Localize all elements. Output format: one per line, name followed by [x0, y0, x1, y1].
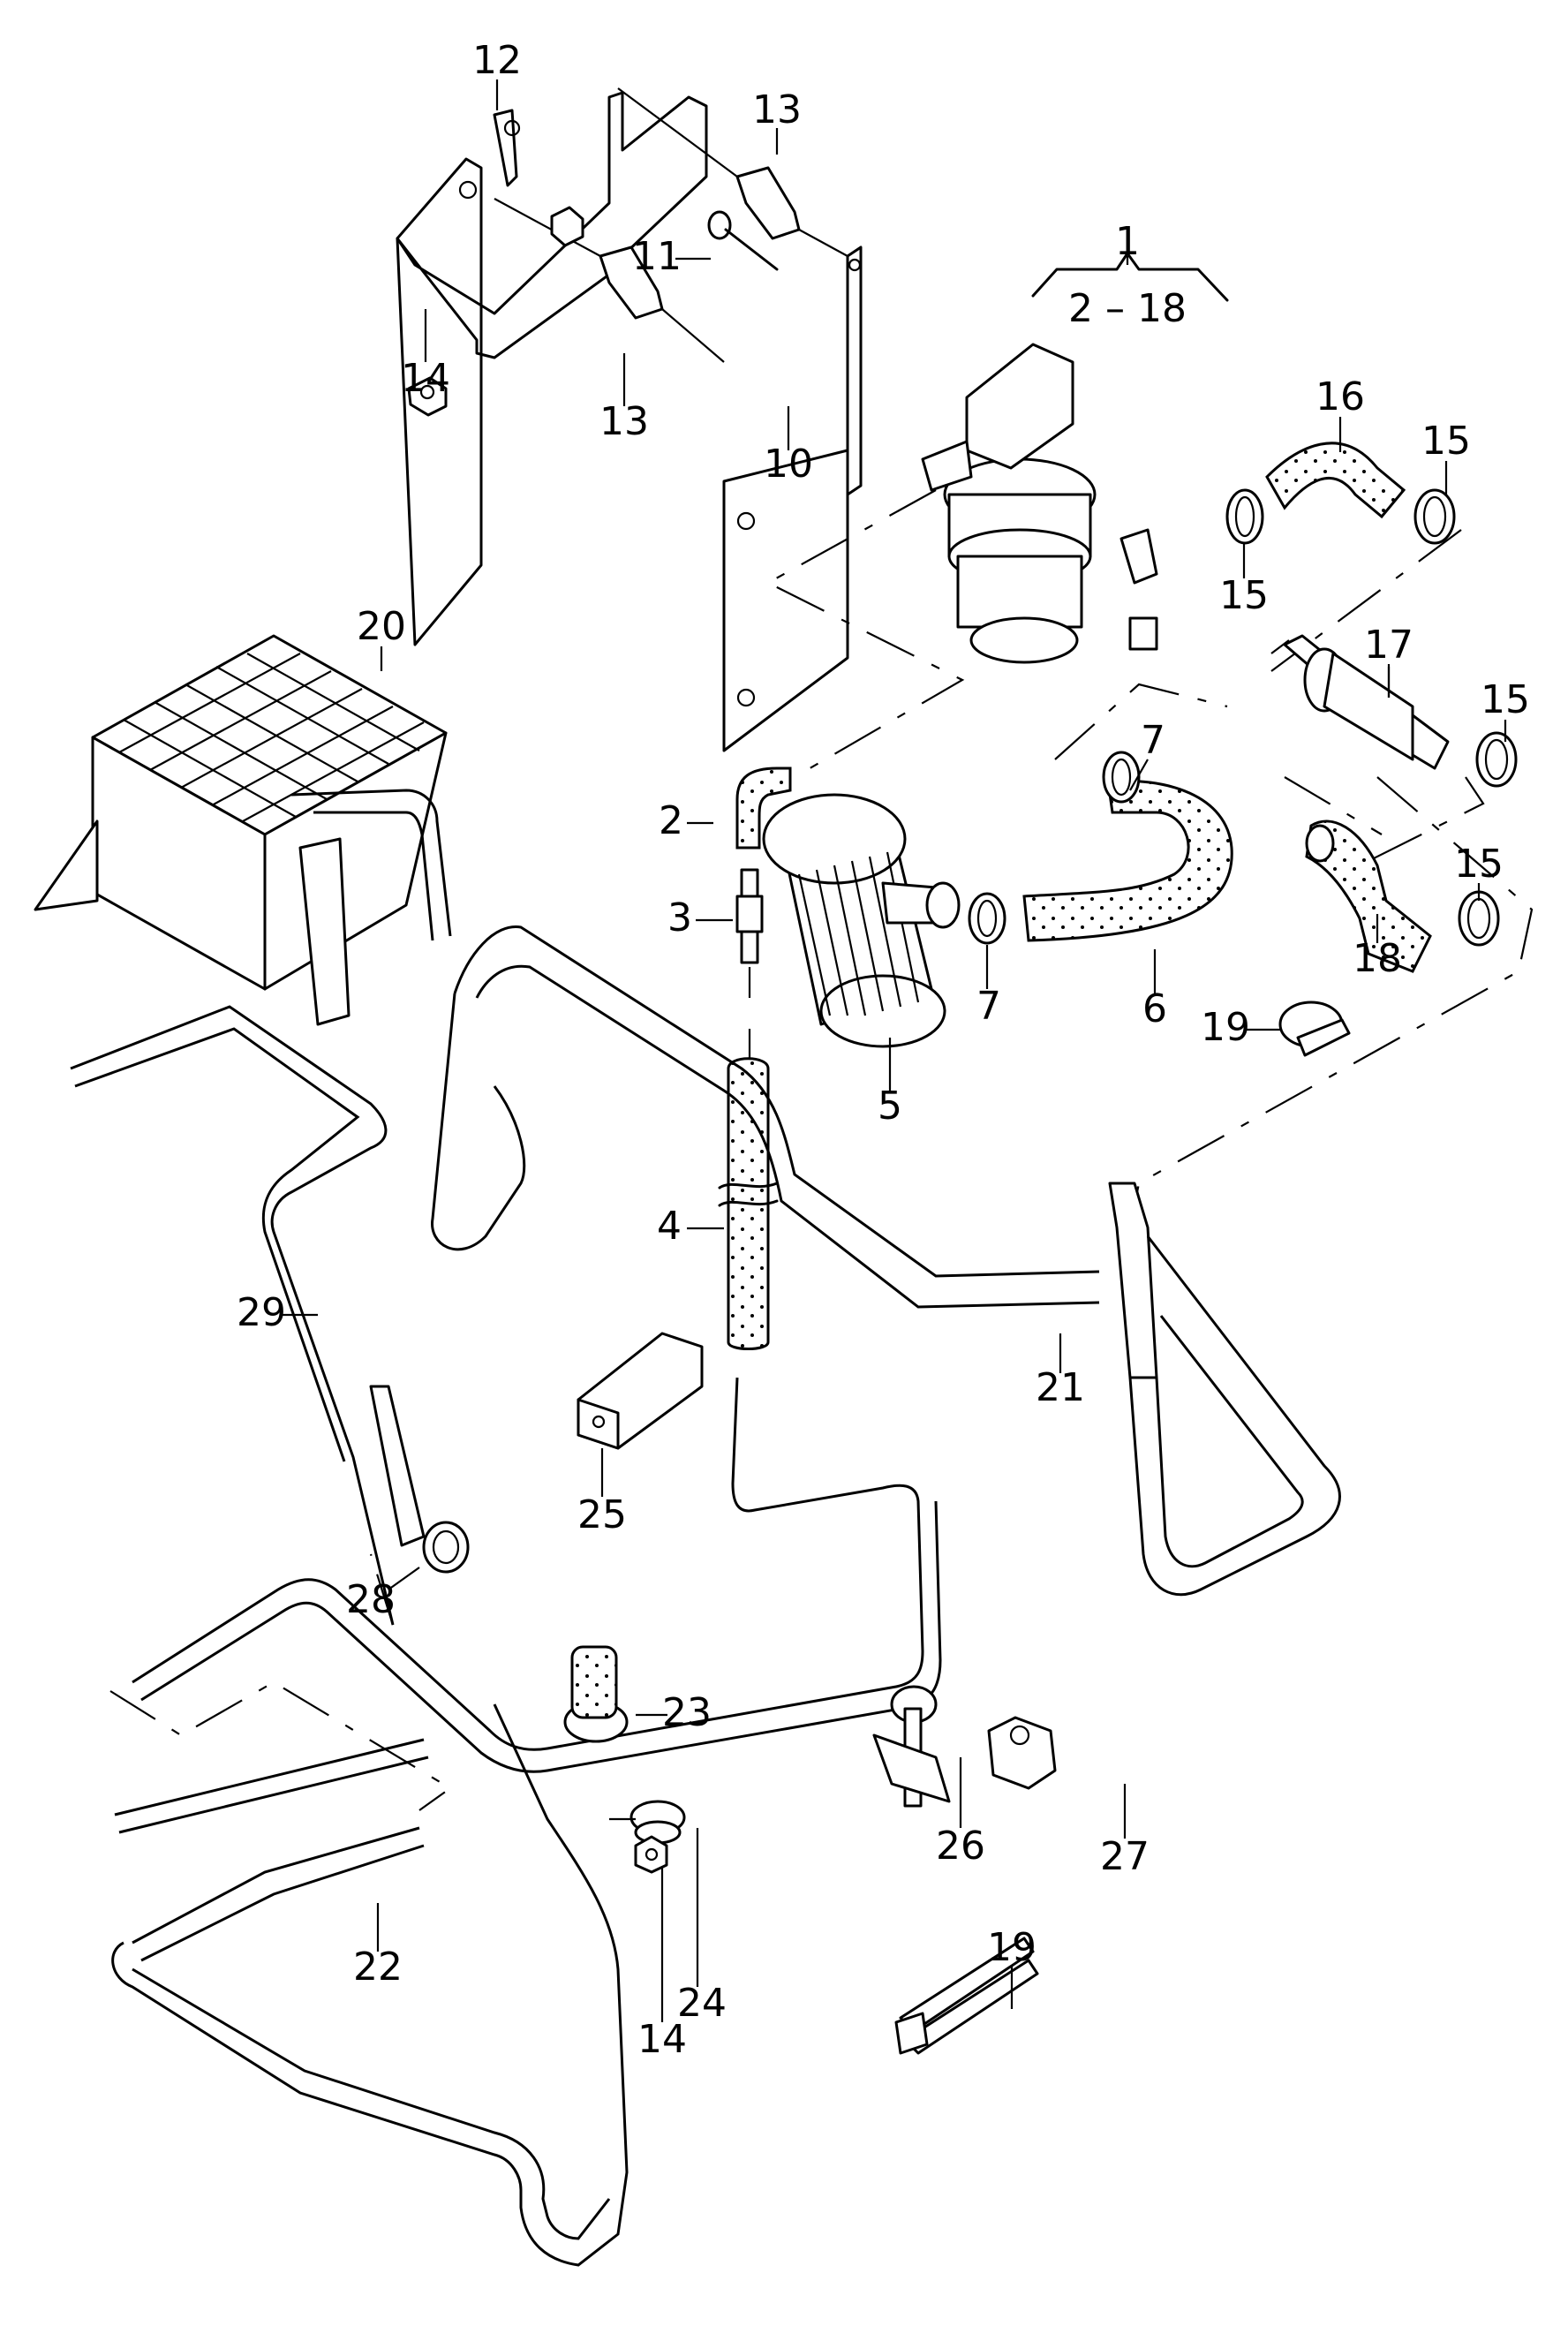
assembly-bracket — [1031, 252, 1229, 302]
label-28: 28 — [346, 1577, 396, 1622]
canister-20 — [34, 634, 452, 1026]
label-20: 20 — [357, 604, 406, 649]
label-24: 24 — [677, 1981, 727, 2026]
label-14-top: 14 — [401, 356, 450, 401]
holder-25 — [577, 1332, 704, 1450]
plug-23 — [563, 1645, 629, 1743]
label-10: 10 — [764, 442, 813, 487]
line-29 — [70, 1005, 426, 1626]
label-23: 23 — [662, 1690, 712, 1735]
label-2: 2 — [659, 798, 683, 843]
clip-26 — [872, 1685, 951, 1808]
clip-27 — [987, 1716, 1057, 1790]
assembly-number-label: 1 — [1115, 219, 1140, 264]
label-6: 6 — [1142, 986, 1167, 1031]
label-19-upper: 19 — [1201, 1005, 1250, 1050]
label-17: 17 — [1364, 623, 1413, 668]
label-15-d: 15 — [1454, 842, 1504, 887]
hose-16 — [1265, 442, 1406, 519]
cable-tie-19-lower — [894, 1937, 1039, 2055]
label-25: 25 — [577, 1492, 627, 1537]
leader-lines — [283, 79, 1507, 2022]
label-19-lower: 19 — [987, 1925, 1037, 1970]
line-22 — [111, 1377, 942, 2267]
label-26: 26 — [936, 1824, 985, 1869]
screw-11 — [707, 210, 779, 271]
label-5: 5 — [878, 1084, 902, 1129]
hose-6 — [1022, 779, 1233, 942]
label-7-lower: 7 — [976, 984, 1001, 1029]
hose-18 — [1305, 819, 1432, 973]
label-13-bottom: 13 — [599, 399, 649, 444]
clamp-15-a — [1225, 488, 1264, 545]
rubber-mount-13-bottom — [494, 198, 725, 363]
nut-14-top — [407, 206, 584, 417]
label-21: 21 — [1036, 1365, 1085, 1410]
label-11: 11 — [632, 234, 682, 279]
label-18: 18 — [1353, 936, 1402, 981]
label-15-a: 15 — [1421, 419, 1471, 464]
nut-14-bottom — [634, 1835, 668, 1874]
label-14-bottom: 14 — [637, 2017, 687, 2062]
clamp-7-lower — [968, 892, 1006, 945]
label-16: 16 — [1315, 374, 1365, 419]
label-4: 4 — [657, 1204, 682, 1249]
clip-24 — [629, 1800, 686, 1845]
clamp-15-b — [1413, 488, 1456, 545]
line-21 — [431, 925, 1341, 1597]
clamp-19-upper — [1278, 1001, 1351, 1057]
label-29: 29 — [237, 1290, 286, 1335]
label-27: 27 — [1100, 1834, 1150, 1879]
label-15-c: 15 — [1481, 677, 1530, 722]
hose-elbow-2 — [735, 767, 792, 850]
valve-17 — [1283, 634, 1450, 770]
clamp-15-c — [1475, 731, 1518, 788]
air-pump — [921, 343, 1158, 664]
part-labels: 1 2 – 18 12 13 11 14 13 10 16 15 15 17 1… — [237, 38, 1530, 2062]
label-13-top: 13 — [752, 87, 802, 132]
clamp-7-upper — [1102, 751, 1141, 804]
label-22: 22 — [353, 1945, 403, 1990]
label-3: 3 — [667, 895, 692, 940]
rubber-mount-13-top — [617, 87, 848, 257]
assembly-range-label: 2 – 18 — [1068, 286, 1187, 331]
hose-4 — [718, 1057, 779, 1350]
label-7-upper: 7 — [1141, 718, 1165, 763]
connector-3 — [735, 868, 764, 964]
label-12: 12 — [472, 38, 522, 83]
label-15-b: 15 — [1219, 573, 1269, 618]
filter-5 — [762, 793, 961, 1048]
bracket-10 — [722, 245, 863, 752]
clamp-28 — [422, 1521, 470, 1574]
